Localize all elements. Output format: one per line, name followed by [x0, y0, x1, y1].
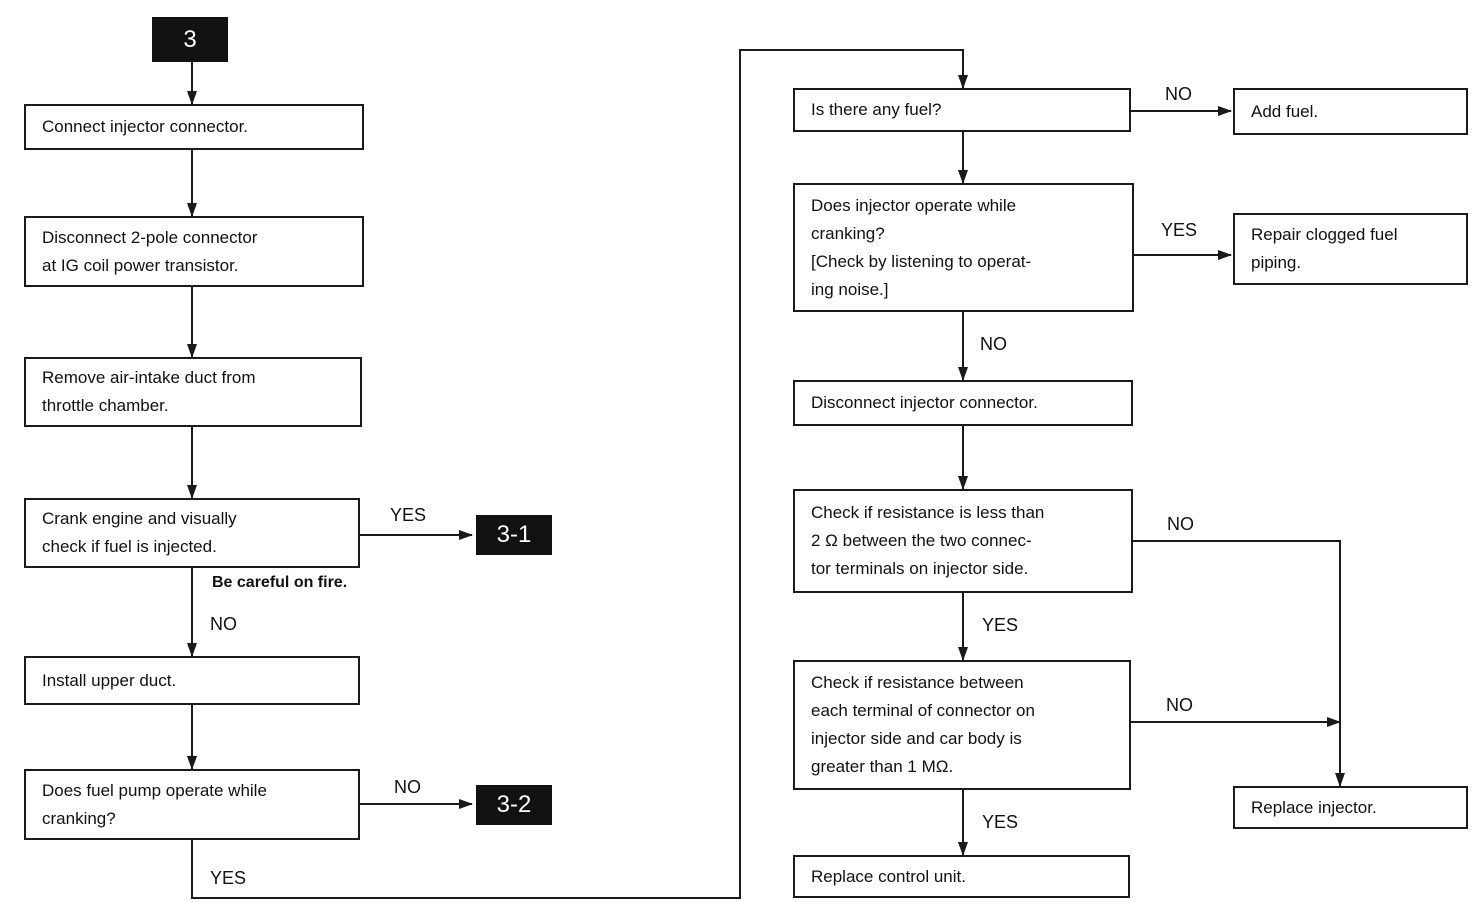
label-injector-no: NO	[980, 334, 1007, 354]
step-replace-injector: Replace injector.	[1233, 786, 1468, 829]
label-resbody-no: NO	[1166, 695, 1193, 715]
label-res2-yes: YES	[982, 615, 1019, 635]
label-crank-no: NO	[210, 614, 237, 634]
step-repair-piping: Repair clogged fuel piping.	[1233, 213, 1468, 285]
label-crank-yes: YES	[390, 505, 427, 525]
edge-res2-no	[1133, 540, 1345, 787]
step-connect-injector: Connect injector connector.	[24, 104, 364, 150]
step-check-resistance-2: Check if resistance is less than 2 Ω bet…	[793, 489, 1133, 593]
note-fire: Be careful on fire.	[212, 574, 348, 591]
step-disconnect-2pole: Disconnect 2-pole connector at IG coil p…	[24, 216, 364, 287]
step-crank-check: Crank engine and visually check if fuel …	[24, 498, 360, 568]
tag-3: 3	[152, 17, 228, 62]
step-remove-duct: Remove air-intake duct from throttle cha…	[24, 357, 362, 427]
step-injector-operate: Does injector operate while cranking? [C…	[793, 183, 1134, 312]
step-disconnect-injector: Disconnect injector connector.	[793, 380, 1133, 426]
step-check-resistance-body: Check if resistance between each termina…	[793, 660, 1131, 790]
label-pump-yes: YES	[210, 868, 247, 888]
step-fuel-pump: Does fuel pump operate while cranking?	[24, 769, 360, 840]
label-resbody-yes: YES	[982, 812, 1019, 832]
tag-3-2: 3-2	[476, 785, 552, 825]
label-fuel-no: NO	[1165, 84, 1192, 104]
step-replace-control-unit: Replace control unit.	[793, 855, 1130, 898]
step-install-duct: Install upper duct.	[24, 656, 360, 705]
label-pump-no: NO	[394, 777, 421, 797]
tag-3-1: 3-1	[476, 515, 552, 555]
label-res2-no: NO	[1167, 514, 1194, 534]
step-add-fuel: Add fuel.	[1233, 88, 1468, 135]
step-any-fuel: Is there any fuel?	[793, 88, 1131, 132]
edge-pump-yes	[191, 49, 968, 899]
label-injector-yes: YES	[1161, 220, 1198, 240]
